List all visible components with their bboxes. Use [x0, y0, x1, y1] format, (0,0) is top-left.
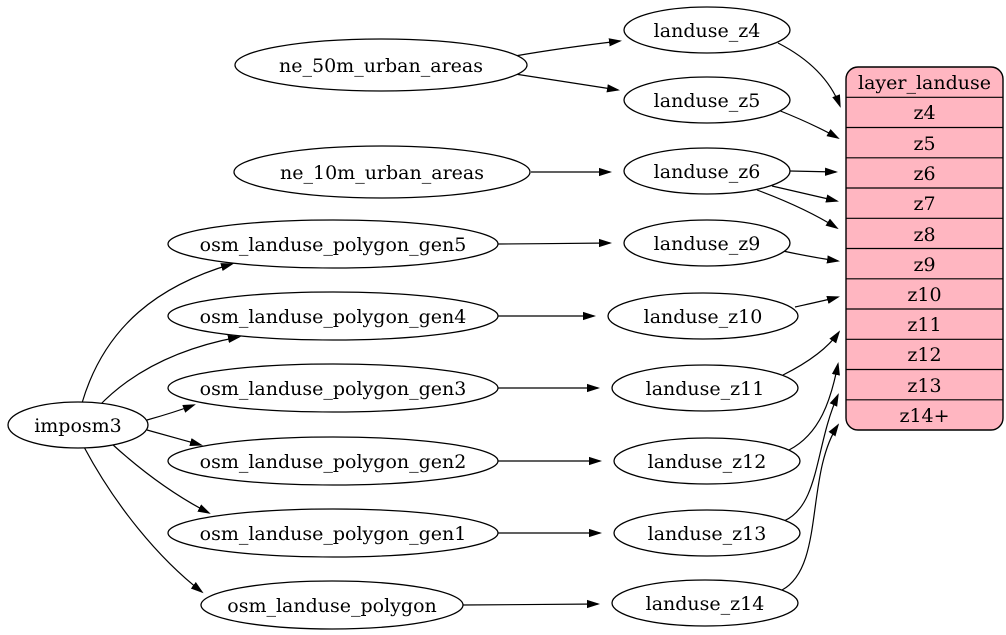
edge-ne50m-landuse-z4	[514, 38, 622, 57]
node-landuse-z6: landuse_z6	[623, 147, 791, 195]
edge-landuse-z13-row-z13	[783, 393, 839, 522]
node-landuse-z4: landuse_z4	[623, 6, 791, 54]
landuse-z12-shape	[613, 437, 801, 485]
osm-landuse-polygon-gen4-label: osm_landuse_polygon_gen4	[200, 306, 467, 328]
landuse-z6-shape	[623, 147, 791, 195]
landuse-z6-label: landuse_z6	[654, 161, 761, 183]
ne-10m-urban-areas-label: ne_10m_urban_areas	[280, 162, 484, 184]
osm-landuse-polygon-gen2-label: osm_landuse_polygon_gen2	[200, 451, 467, 473]
layer-landuse-title: layer_landuse	[858, 72, 991, 94]
edge-imposm3-polygon	[83, 446, 204, 594]
osm-landuse-polygon-gen1-shape	[167, 508, 499, 558]
edge-landuse-z4-row-z4	[777, 42, 841, 108]
record-row-z5: z5	[913, 133, 935, 155]
landuse-z9-label: landuse_z9	[654, 233, 761, 255]
osm-landuse-polygon-label: osm_landuse_polygon	[227, 595, 437, 617]
node-layer-landuse: layer_landuse z4 z5 z6 z7 z8 z9 z10 z11 …	[845, 66, 1004, 431]
record-row-z7: z7	[913, 193, 935, 215]
edge-layer	[81, 38, 841, 609]
ne-10m-urban-areas-shape	[233, 145, 531, 199]
osm-landuse-polygon-shape	[200, 580, 464, 630]
record-row-z11: z11	[907, 314, 941, 336]
landuse-z13-label: landuse_z13	[648, 523, 767, 545]
edge-imposm3-gen5	[81, 263, 234, 404]
edge-landuse-z12-row-z12	[788, 362, 840, 451]
node-osm-landuse-polygon: osm_landuse_polygon	[200, 580, 464, 630]
landuse-z11-label: landuse_z11	[646, 378, 765, 400]
landuse-z13-shape	[613, 509, 801, 557]
record-row-z14plus: z14+	[899, 405, 949, 427]
landuse-z12-label: landuse_z12	[648, 451, 767, 473]
node-landuse-z12: landuse_z12	[613, 437, 801, 485]
record-row-z8: z8	[913, 224, 935, 246]
landuse-z4-shape	[623, 6, 791, 54]
edge-landuse-z11-row-z11	[782, 330, 841, 376]
ne-50m-urban-areas-shape	[234, 38, 528, 92]
record-row-z10: z10	[907, 284, 941, 306]
osm-landuse-polygon-gen3-shape	[167, 363, 499, 413]
node-landuse-z5: landuse_z5	[623, 76, 791, 124]
node-osm-landuse-polygon-gen3: osm_landuse_polygon_gen3	[167, 363, 499, 413]
node-landuse-z10: landuse_z10	[607, 292, 799, 340]
ne-50m-urban-areas-label: ne_50m_urban_areas	[279, 55, 483, 77]
osm-landuse-polygon-gen3-label: osm_landuse_polygon_gen3	[200, 378, 467, 400]
edge-landuse-z6-row-z8	[756, 189, 839, 230]
node-landuse-z9: landuse_z9	[623, 219, 791, 267]
osm-landuse-polygon-gen5-shape	[167, 219, 499, 269]
osm-landuse-polygon-gen5-label: osm_landuse_polygon_gen5	[200, 234, 467, 256]
node-landuse-z11: landuse_z11	[611, 364, 799, 412]
node-osm-landuse-polygon-gen1: osm_landuse_polygon_gen1	[167, 508, 499, 558]
edge-imposm3-gen3	[146, 404, 196, 421]
osm-landuse-polygon-gen4-shape	[167, 291, 499, 341]
record-row-z12: z12	[907, 344, 941, 366]
landuse-z5-shape	[623, 76, 791, 124]
edge-landuse-z9-row-z9	[782, 250, 840, 264]
record-row-z6: z6	[913, 163, 935, 185]
edge-landuse-z14-row-z14plus	[781, 423, 840, 591]
edge-ne50m-landuse-z5	[514, 73, 620, 93]
landuse-z10-shape	[607, 292, 799, 340]
edge-landuse-z10-row-z10	[794, 295, 840, 308]
edge-landuse-z6-row-z6	[789, 167, 838, 176]
osm-landuse-polygon-gen2-shape	[167, 436, 499, 486]
edge-imposm3-gen2	[146, 429, 203, 447]
landuse-z11-shape	[611, 364, 799, 412]
record-row-z9: z9	[913, 254, 935, 276]
node-ne-50m-urban-areas: ne_50m_urban_areas	[234, 38, 528, 92]
record-row-z4: z4	[913, 102, 935, 124]
node-osm-landuse-polygon-gen5: osm_landuse_polygon_gen5	[167, 219, 499, 269]
edge-landuse-z6-row-z7	[771, 185, 839, 203]
edge-imposm3-gen4	[97, 334, 241, 408]
node-landuse-z13: landuse_z13	[613, 509, 801, 557]
landuse-z14-label: landuse_z14	[646, 593, 765, 615]
edge-landuse-z5-row-z5	[777, 109, 840, 139]
edge-polygon-landuse-z14	[462, 599, 600, 609]
landuse-z5-label: landuse_z5	[654, 90, 761, 112]
node-ne-10m-urban-areas: ne_10m_urban_areas	[233, 145, 531, 199]
node-osm-landuse-polygon-gen2: osm_landuse_polygon_gen2	[167, 436, 499, 486]
imposm3-shape	[7, 401, 149, 449]
node-landuse-z14: landuse_z14	[611, 579, 799, 627]
osm-landuse-polygon-gen1-label: osm_landuse_polygon_gen1	[200, 523, 467, 545]
record-row-z13: z13	[907, 375, 941, 397]
landuse-z14-shape	[611, 579, 799, 627]
landuse-z9-shape	[623, 219, 791, 267]
edge-gen5-landuse-z9	[497, 238, 612, 248]
edge-imposm3-gen1	[111, 443, 211, 514]
node-imposm3: imposm3	[7, 401, 149, 449]
landuse-z10-label: landuse_z10	[644, 306, 763, 328]
node-osm-landuse-polygon-gen4: osm_landuse_polygon_gen4	[167, 291, 499, 341]
imposm3-label: imposm3	[34, 415, 122, 437]
landuse-z4-label: landuse_z4	[654, 20, 761, 42]
